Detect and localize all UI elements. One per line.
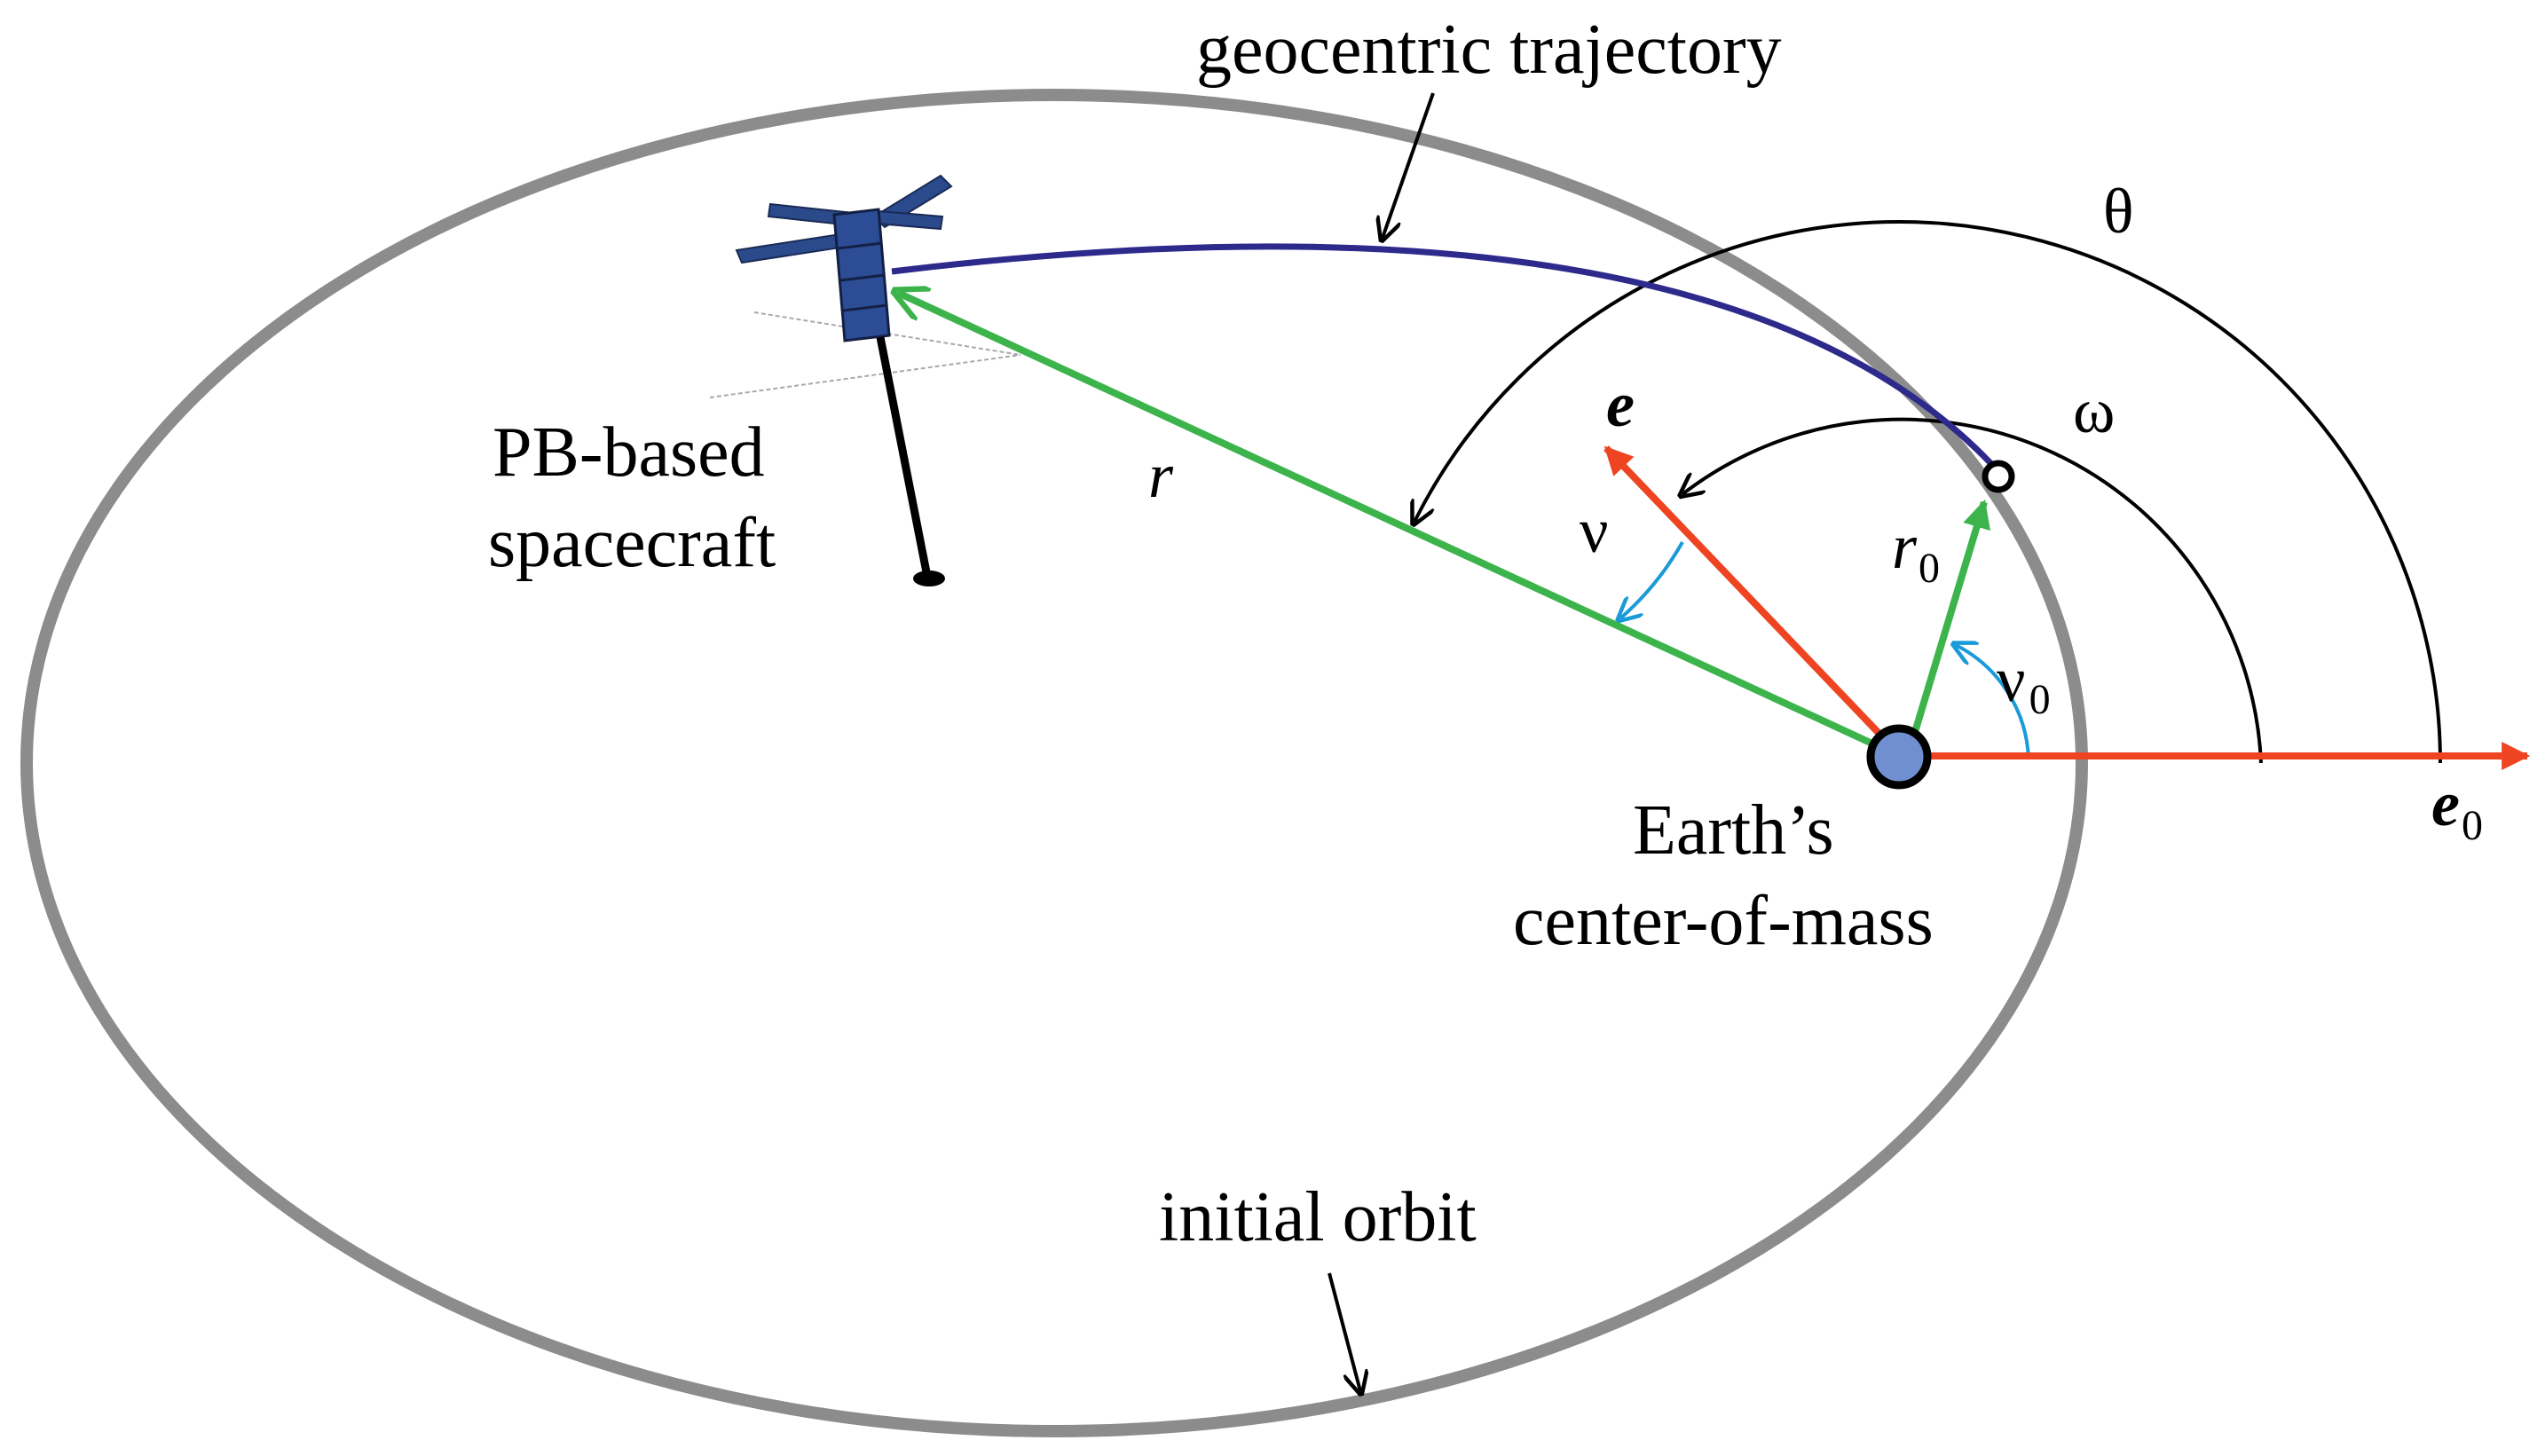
r0-symbol: r [1892, 511, 1918, 582]
initial-orbit-label: initial orbit [1159, 1178, 1477, 1256]
r0-label: r0 [1892, 511, 1940, 592]
e0-subscript: 0 [2462, 802, 2483, 849]
spacecraft-icon [709, 174, 1021, 586]
radius-vector-r [898, 293, 1901, 759]
spacecraft-label-line1: PB-based [492, 413, 765, 492]
trajectory-pointer-arrow [1383, 92, 1435, 238]
theta-label: θ [2103, 176, 2134, 247]
initial-radius-vector-r0 [1906, 499, 1991, 752]
nu0-arc [1956, 645, 2030, 760]
initial-position-marker [1982, 460, 2015, 493]
theta-arc [1414, 220, 2442, 764]
orbit-pointer-arrow [1328, 1272, 1360, 1391]
omega-arc [1682, 417, 2263, 764]
earth-label-line1: Earth’s [1633, 791, 1834, 870]
spacecraft-label-line2: spacecraft [488, 504, 776, 582]
nu0-subscript: 0 [2029, 676, 2051, 723]
eccentricity-vector-e [1603, 445, 1900, 755]
nu-arc [1620, 541, 1684, 618]
e0-label: e0 [2431, 768, 2483, 849]
omega-label: ω [2073, 375, 2115, 446]
e0-symbol: e [2431, 768, 2460, 839]
nu0-label: ν0 [1997, 644, 2051, 723]
nu0-symbol: ν [1997, 644, 2026, 715]
r0-subscript: 0 [1919, 545, 1940, 592]
r-label: r [1148, 440, 1174, 511]
initial-orbit-ellipse [20, 89, 2088, 1437]
e-label: e [1606, 369, 1635, 440]
geocentric-trajectory-curve [891, 243, 2006, 480]
earth-label-line2: center-of-mass [1513, 882, 1934, 960]
earth-center-icon [1866, 724, 1932, 790]
nu-label: ν [1580, 495, 1609, 566]
geocentric-trajectory-label: geocentric trajectory [1196, 11, 1782, 89]
